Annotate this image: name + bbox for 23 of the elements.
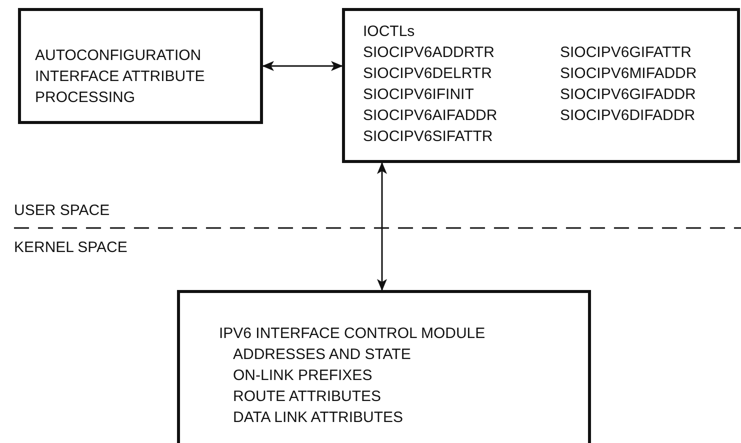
region-label: KERNEL SPACE [14,239,128,257]
ioctl-name: SIOCIPV6GIFATTR [560,43,692,63]
ioctl-name: SIOCIPV6ADDRTR [363,43,494,63]
module-item: ADDRESSES AND STATE [233,345,411,365]
process-box [342,8,740,163]
process-box [18,8,263,124]
ioctl-name: SIOCIPV6AIFADDR [363,106,498,126]
ioctl-name: SIOCIPV6GIFADDR [560,85,696,105]
module-item: ROUTE ATTRIBUTES [233,387,382,407]
ioctl-name: SIOCIPV6SIFATTR [363,127,493,147]
double-arrow [262,61,343,71]
region-label: USER SPACE [14,202,110,220]
ioctl-name: SIOCIPV6MIFADDR [560,64,697,84]
module-item: ON-LINK PREFIXES [233,366,372,386]
module-item: DATA LINK ATTRIBUTES [233,408,404,428]
box-text: AUTOCONFIGURATION INTERFACE ATTRIBUTE PROCESSING [35,46,206,108]
process-box [177,290,591,443]
ioctl-name: SIOCIPV6IFINIT [363,85,474,105]
box-heading: IOCTLs [363,22,415,42]
box-heading: IPV6 INTERFACE CONTROL MODULE [219,324,486,344]
ioctl-name: SIOCIPV6DELRTR [363,64,492,84]
ioctl-name: SIOCIPV6DIFADDR [560,106,696,126]
double-arrow [377,162,387,291]
